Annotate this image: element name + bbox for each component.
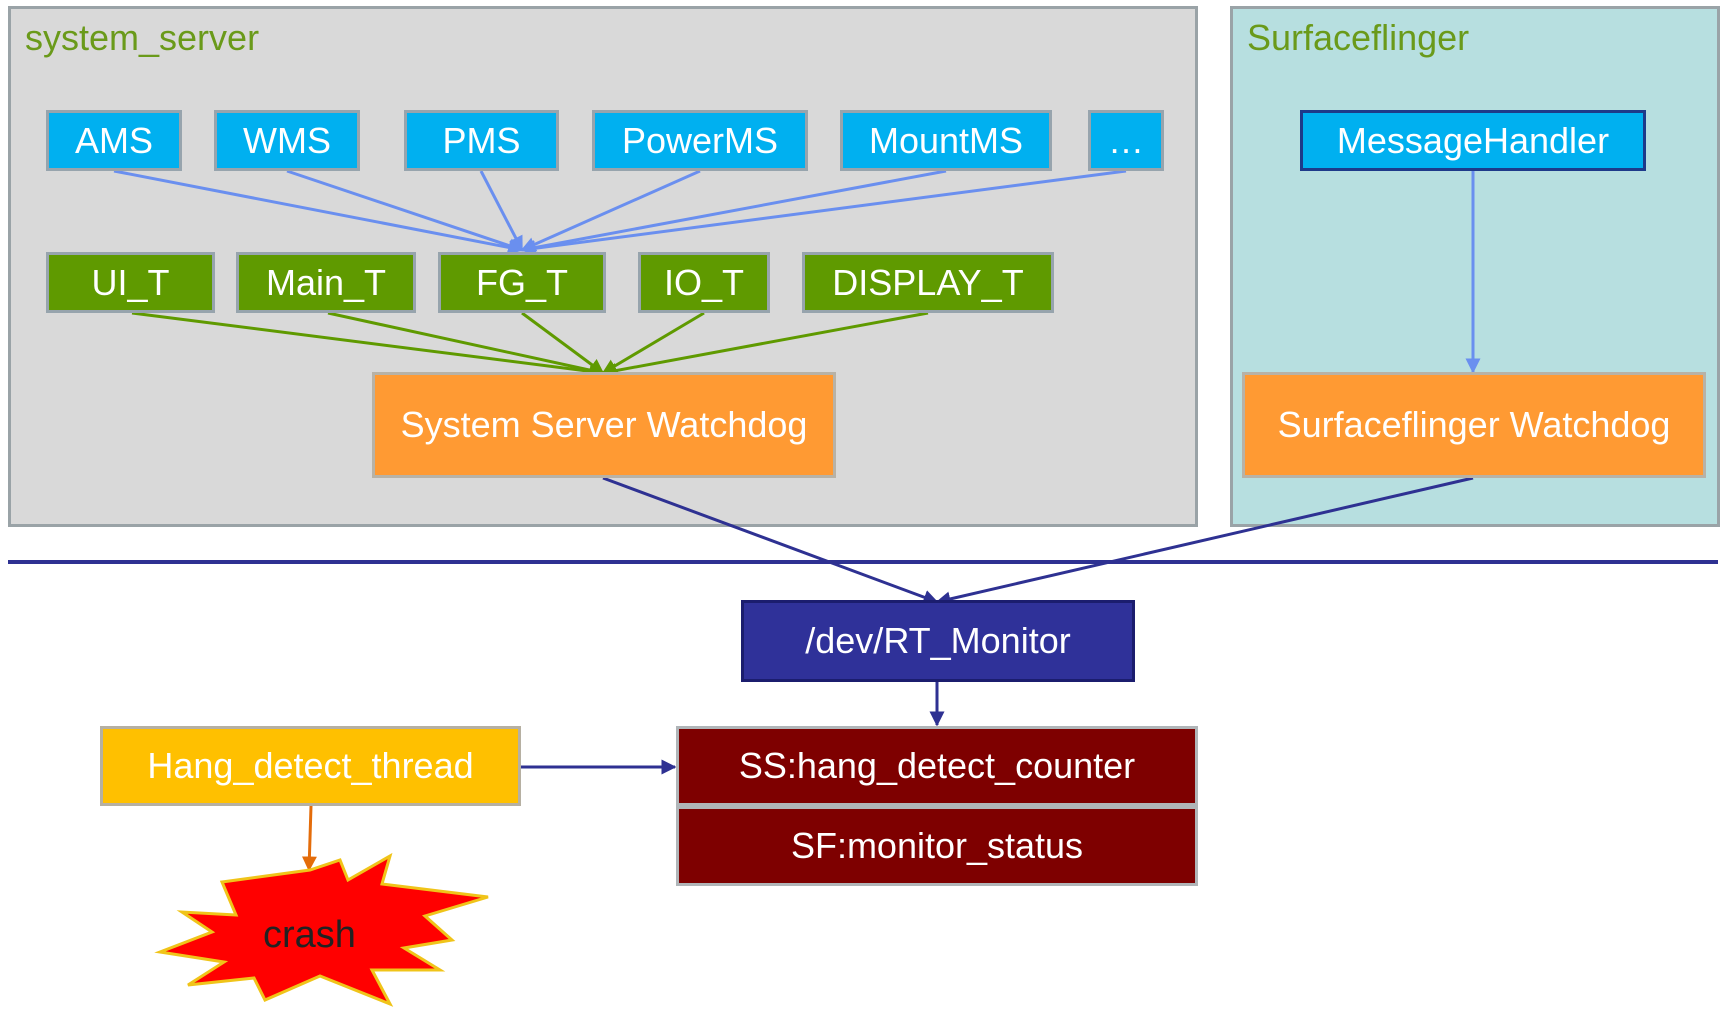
- message-handler-label: MessageHandler: [1336, 119, 1610, 161]
- arrow-ams-to-fg: [113, 169, 524, 255]
- ss-hang-detect-counter-label: SS:hang_detect_counter: [738, 745, 1136, 786]
- service-mountms: MountMS: [840, 110, 1052, 171]
- system-server-title: system_server: [25, 17, 260, 58]
- service-wms: WMS: [214, 110, 360, 171]
- arrow-sf-watchdog-to-monitor: [935, 476, 1474, 607]
- arrow-main-to-watchdog: [327, 311, 605, 378]
- arrow-ui-to-watchdog: [131, 311, 605, 379]
- thread-io-label: IO_T: [663, 261, 744, 303]
- hang-detect-thread: Hang_detect_thread: [100, 726, 521, 806]
- arrow-wms-to-fg: [286, 169, 524, 253]
- service-more-label: …: [1108, 119, 1144, 161]
- service-pms: PMS: [404, 110, 559, 171]
- arrow-ss-watchdog-to-monitor: [602, 476, 939, 605]
- system-server-watchdog: System Server Watchdog: [372, 372, 836, 478]
- thread-display-label: DISPLAY_T: [832, 261, 1024, 303]
- crash-label: crash: [263, 914, 356, 956]
- service-pms-label: PMS: [442, 119, 521, 161]
- crash-burst-icon: [154, 852, 489, 1007]
- arrow-powerms-to-fg: [520, 169, 701, 252]
- arrow-hang-thread-to-crash: [301, 805, 317, 872]
- service-more: …: [1088, 110, 1164, 171]
- service-ams: AMS: [46, 110, 182, 171]
- thread-io: IO_T: [638, 252, 770, 313]
- thread-main: Main_T: [236, 252, 416, 313]
- service-wms-label: WMS: [243, 119, 331, 161]
- arrow-pms-to-fg: [479, 170, 524, 252]
- thread-fg-label: FG_T: [475, 261, 568, 303]
- service-powerms-label: PowerMS: [621, 119, 779, 161]
- thread-display: DISPLAY_T: [802, 252, 1054, 313]
- rt-monitor-device: /dev/RT_Monitor: [741, 600, 1135, 682]
- rt-monitor-label: /dev/RT_Monitor: [805, 620, 1071, 661]
- thread-ui-label: UI_T: [91, 261, 170, 303]
- arrow-fg-to-watchdog: [521, 311, 605, 375]
- arrow-mountms-to-fg: [520, 169, 947, 255]
- surfaceflinger-title: Surfaceflinger: [1247, 17, 1470, 58]
- surfaceflinger-watchdog-label: Surfaceflinger Watchdog: [1277, 404, 1671, 445]
- hang-detect-thread-label: Hang_detect_thread: [147, 745, 474, 786]
- sf-monitor-status-label: SF:monitor_status: [790, 825, 1084, 866]
- arrow-more-to-fg: [520, 169, 1127, 256]
- thread-ui: UI_T: [46, 252, 215, 313]
- arrow-display-to-watchdog: [601, 311, 929, 378]
- service-ams-label: AMS: [74, 119, 153, 161]
- service-powerms: PowerMS: [592, 110, 808, 171]
- surfaceflinger-watchdog: Surfaceflinger Watchdog: [1242, 372, 1706, 478]
- ss-hang-detect-counter: SS:hang_detect_counter: [676, 726, 1198, 806]
- system-server-watchdog-label: System Server Watchdog: [400, 404, 808, 445]
- arrow-io-to-watchdog: [601, 311, 705, 375]
- thread-main-label: Main_T: [265, 261, 387, 303]
- thread-fg: FG_T: [438, 252, 606, 313]
- message-handler: MessageHandler: [1300, 110, 1646, 171]
- service-mountms-label: MountMS: [868, 119, 1024, 161]
- sf-monitor-status: SF:monitor_status: [676, 806, 1198, 886]
